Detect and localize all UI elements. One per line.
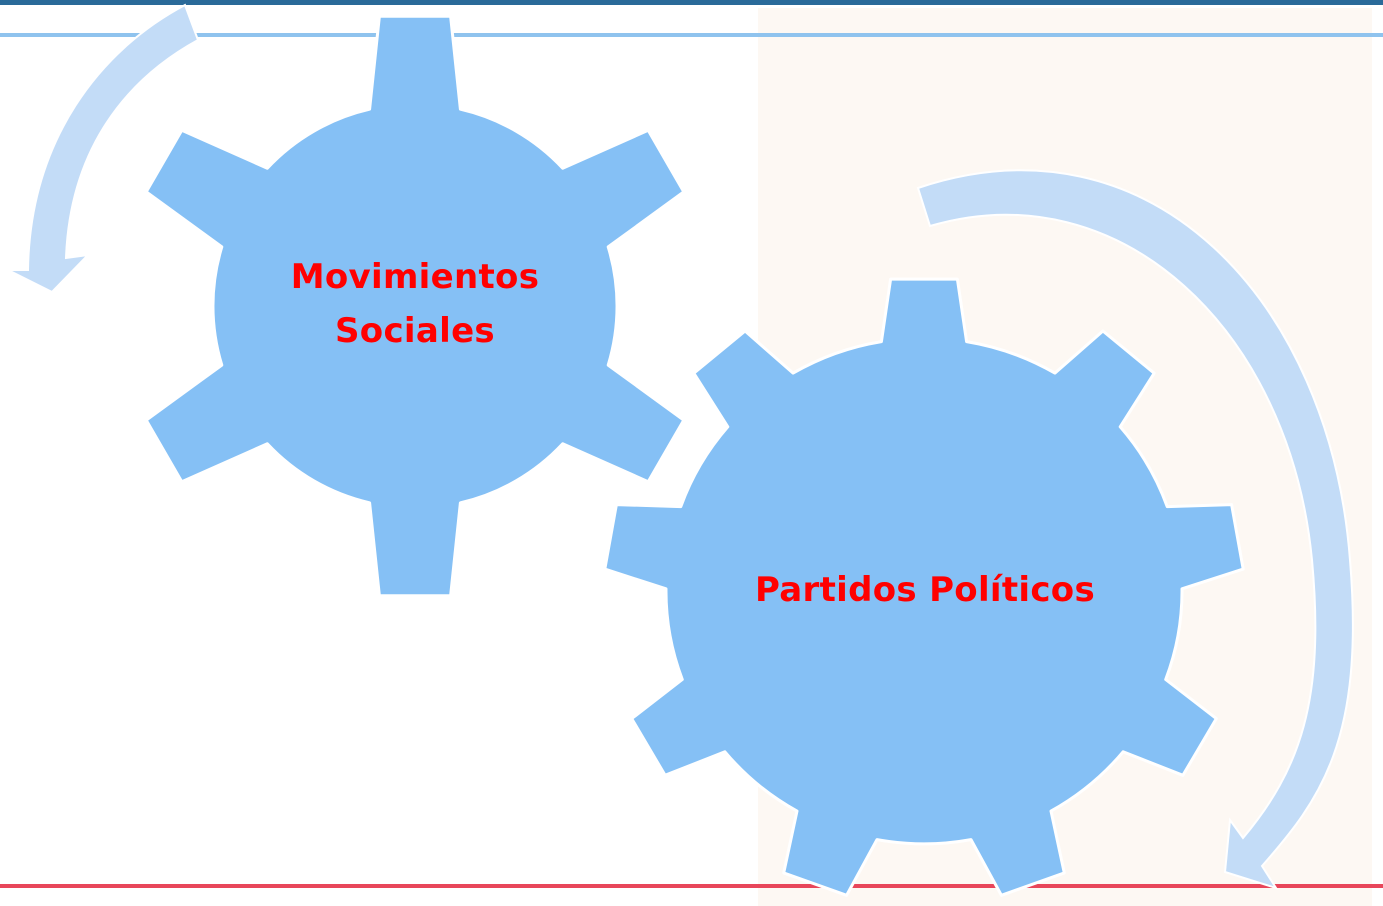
gear-label-partidos-politicos: Partidos Políticos: [754, 570, 1096, 610]
top-rule-light: [0, 33, 1383, 37]
gears-layer: [144, 14, 1245, 897]
top-rule-dark: [0, 0, 1383, 5]
gear-movimientos-sociales-icon: [144, 14, 686, 598]
gear-label-line-2: Sociales: [335, 311, 495, 351]
gear-partidos-politicos-icon: [603, 277, 1245, 897]
gear-label-movimientos-sociales: Movimientos Sociales: [255, 250, 575, 358]
gear-label-line-1: Movimientos: [290, 257, 540, 297]
bottom-rule: [0, 884, 1383, 888]
curved-arrow-right-icon: [916, 169, 1354, 890]
curved-arrow-left-icon: [7, 3, 200, 294]
